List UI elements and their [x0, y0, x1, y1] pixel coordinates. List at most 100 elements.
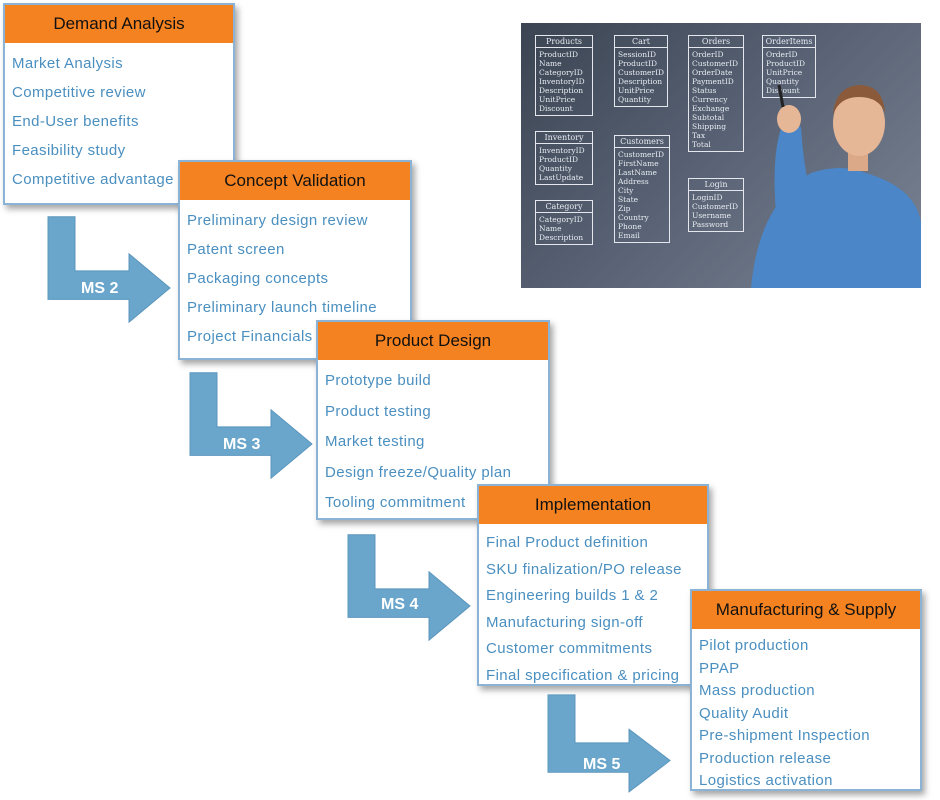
schema-field: ProductID [618, 59, 657, 68]
milestone-label: MS 5 [583, 756, 621, 773]
stage-item: Prototype build [325, 372, 432, 389]
stage-item: Design freeze/Quality plan [325, 463, 512, 481]
schema-field: Name [539, 59, 562, 68]
stage-item: Pre-shipment Inspection [699, 727, 870, 744]
schema-field: CustomerID [692, 202, 739, 211]
stage-item: Competitive advantage [12, 171, 174, 188]
milestone-arrow-ms3: MS 3 [185, 368, 325, 480]
schema-field: Quantity [618, 95, 651, 104]
schema-field: LoginID [692, 193, 723, 202]
stage-item: Production release [699, 749, 832, 767]
stage-item: Manufacturing sign-off [486, 613, 643, 631]
stage-item: PPAP [699, 659, 740, 677]
stage-item: Competitive review [12, 84, 146, 101]
stage-item: Customer commitments [486, 640, 653, 657]
schema-field: Quantity [766, 77, 799, 86]
schema-field: CustomerID [618, 150, 665, 159]
stage-item: End-User benefits [12, 113, 139, 130]
stage-item: Final specification & pricing [486, 666, 680, 684]
stage-item: Mass production [699, 682, 816, 699]
schema-field: ProductID [539, 50, 578, 59]
schema-field: Username [692, 211, 732, 220]
stage-item: Project Financials [187, 328, 313, 345]
schema-field: UnitPrice [618, 86, 655, 95]
schema-field: Country [618, 213, 649, 222]
stage-item: Product testing [325, 402, 432, 420]
schema-field: LastName [618, 168, 657, 177]
stage-item: Preliminary design review [187, 212, 368, 229]
schema-field: City [618, 186, 634, 195]
schema-field: Name [539, 224, 562, 233]
stage-item: Feasibility study [12, 142, 126, 159]
schema-field: InventoryID [539, 146, 585, 155]
schema-field: Discount [766, 86, 800, 95]
schema-field: Zip [618, 204, 631, 213]
stage-item: Market Analysis [12, 55, 124, 72]
schema-field: SessionID [618, 50, 656, 59]
schema-field: UnitPrice [766, 68, 803, 77]
schema-field: Quantity [539, 164, 572, 173]
stage-item: Preliminary launch timeline [187, 299, 378, 316]
stage-item: Packaging concepts [187, 270, 329, 287]
schema-field: Tax [692, 131, 706, 140]
schema-field: ProductID [539, 155, 578, 164]
stage-title: Manufacturing & Supply [692, 591, 920, 629]
schema-field: CategoryID [539, 215, 583, 224]
schema-field: Description [539, 86, 584, 95]
schema-field: OrderID [766, 50, 798, 59]
stage-item: Engineering builds 1 & 2 [486, 587, 659, 604]
schema-field: CustomerID [618, 68, 665, 77]
schema-field: OrderID [692, 50, 724, 59]
schema-field: CustomerID [692, 59, 739, 68]
schema-field: Status [692, 86, 717, 95]
schema-field: State [618, 195, 639, 204]
presenter-figure [751, 84, 921, 288]
milestone-label: MS 4 [381, 596, 419, 613]
schema-field: OrderDate [692, 68, 733, 77]
milestone-arrow-ms5: MS 5 [543, 690, 683, 800]
stage-title: Concept Validation [180, 162, 410, 200]
schema-field: Address [618, 177, 649, 186]
schema-field: Discount [539, 104, 573, 113]
milestone-arrow-ms2: MS 2 [43, 212, 183, 324]
schema-field: UnitPrice [539, 95, 576, 104]
stage-title: Demand Analysis [5, 5, 233, 43]
schema-field: PaymentID [692, 77, 734, 86]
schema-field: FirstName [618, 159, 659, 168]
stage-item: Tooling commitment [325, 494, 466, 511]
milestone-label: MS 3 [223, 436, 261, 453]
schema-field: Total [692, 140, 711, 149]
schema-field: Currency [692, 95, 728, 104]
milestone-arrow-ms4: MS 4 [343, 530, 483, 642]
stage-item: Pilot production [699, 637, 809, 654]
schema-field: Phone [618, 222, 642, 231]
schema-field: Subtotal [692, 113, 725, 122]
stage-item: Quality Audit [699, 704, 789, 722]
stage-title: Implementation [479, 486, 707, 524]
schema-field: Shipping [692, 122, 726, 131]
stage-item: Patent screen [187, 241, 285, 258]
schema-field: Description [618, 77, 663, 86]
schema-field: Exchange [692, 104, 730, 113]
